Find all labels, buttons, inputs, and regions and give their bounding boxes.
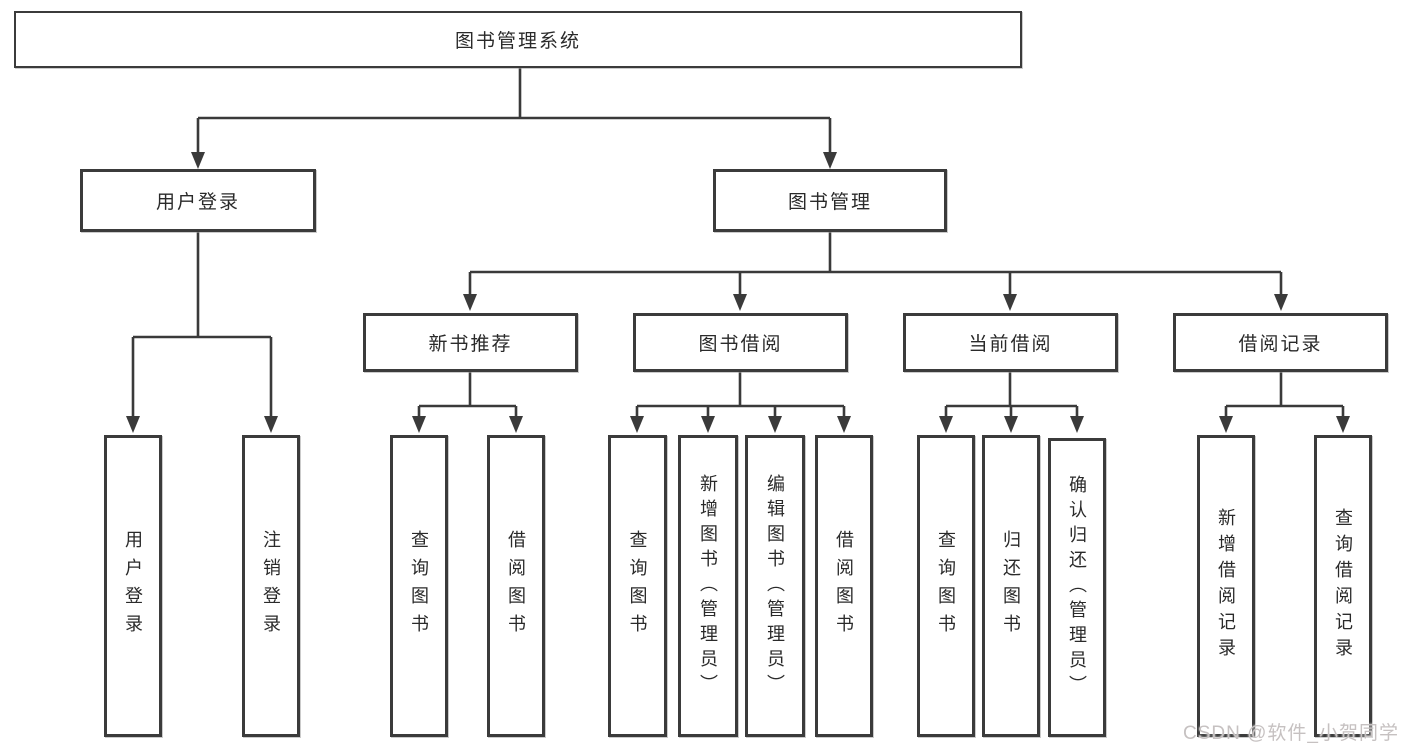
leaf-current-return-books-label: 归还图书 <box>1001 530 1021 642</box>
node-book-borrowing-label: 图书借阅 <box>698 334 783 355</box>
leaf-borrowing-add-books-admin-label: 新增图书（管理员） <box>698 473 718 699</box>
leaf-borrowing-query-books-label: 查询图书 <box>627 530 648 642</box>
leaf-current-confirm-return-admin-label: 确认归还（管理员） <box>1067 475 1087 700</box>
csdn-watermark: CSDN @软件_小贺同学 <box>1183 723 1399 744</box>
node-new-book-recommend-label: 新书推荐 <box>428 334 513 355</box>
leaf-borrowing-edit-books-admin-label: 编辑图书（管理员） <box>765 473 785 699</box>
node-borrowing-records-label: 借阅记录 <box>1238 334 1323 355</box>
node-book-borrowing: 图书借阅 <box>633 313 848 372</box>
node-book-management-branch-label: 图书管理 <box>787 192 872 213</box>
leaf-borrowing-borrow-books-label: 借阅图书 <box>834 530 854 642</box>
leaf-recommend-borrow-books-label: 借阅图书 <box>506 530 526 642</box>
node-library-system-label: 图书管理系统 <box>454 31 581 52</box>
leaf-current-query-books-label: 查询图书 <box>936 530 956 642</box>
node-current-borrowing-label: 当前借阅 <box>968 334 1053 355</box>
leaf-borrowing-edit-books-admin: 编辑图书（管理员） <box>745 435 805 737</box>
node-user-login-branch: 用户登录 <box>80 169 316 232</box>
leaf-current-confirm-return-admin: 确认归还（管理员） <box>1048 438 1106 737</box>
leaf-record-add-label: 新增借阅记录 <box>1216 508 1236 664</box>
leaf-user-login-label: 用户登录 <box>123 530 143 642</box>
leaf-record-query-label: 查询借阅记录 <box>1333 508 1353 664</box>
leaf-recommend-borrow-books: 借阅图书 <box>487 435 545 737</box>
leaf-record-query: 查询借阅记录 <box>1314 435 1372 737</box>
leaf-borrowing-borrow-books: 借阅图书 <box>815 435 873 737</box>
node-current-borrowing: 当前借阅 <box>903 313 1118 372</box>
leaf-recommend-query-books-label: 查询图书 <box>409 530 429 642</box>
leaf-recommend-query-books: 查询图书 <box>390 435 448 737</box>
leaf-current-return-books: 归还图书 <box>982 435 1040 737</box>
leaf-borrowing-query-books: 查询图书 <box>608 435 667 737</box>
leaf-record-add: 新增借阅记录 <box>1197 435 1255 737</box>
leaf-logout: 注销登录 <box>242 435 300 737</box>
node-library-system: 图书管理系统 <box>14 11 1022 68</box>
node-borrowing-records: 借阅记录 <box>1173 313 1388 372</box>
leaf-borrowing-add-books-admin: 新增图书（管理员） <box>678 435 738 737</box>
leaf-current-query-books: 查询图书 <box>917 435 975 737</box>
node-new-book-recommend: 新书推荐 <box>363 313 578 372</box>
node-book-management-branch: 图书管理 <box>713 169 947 232</box>
leaf-user-login: 用户登录 <box>104 435 162 737</box>
leaf-logout-label: 注销登录 <box>261 530 281 642</box>
node-user-login-branch-label: 用户登录 <box>155 192 240 213</box>
